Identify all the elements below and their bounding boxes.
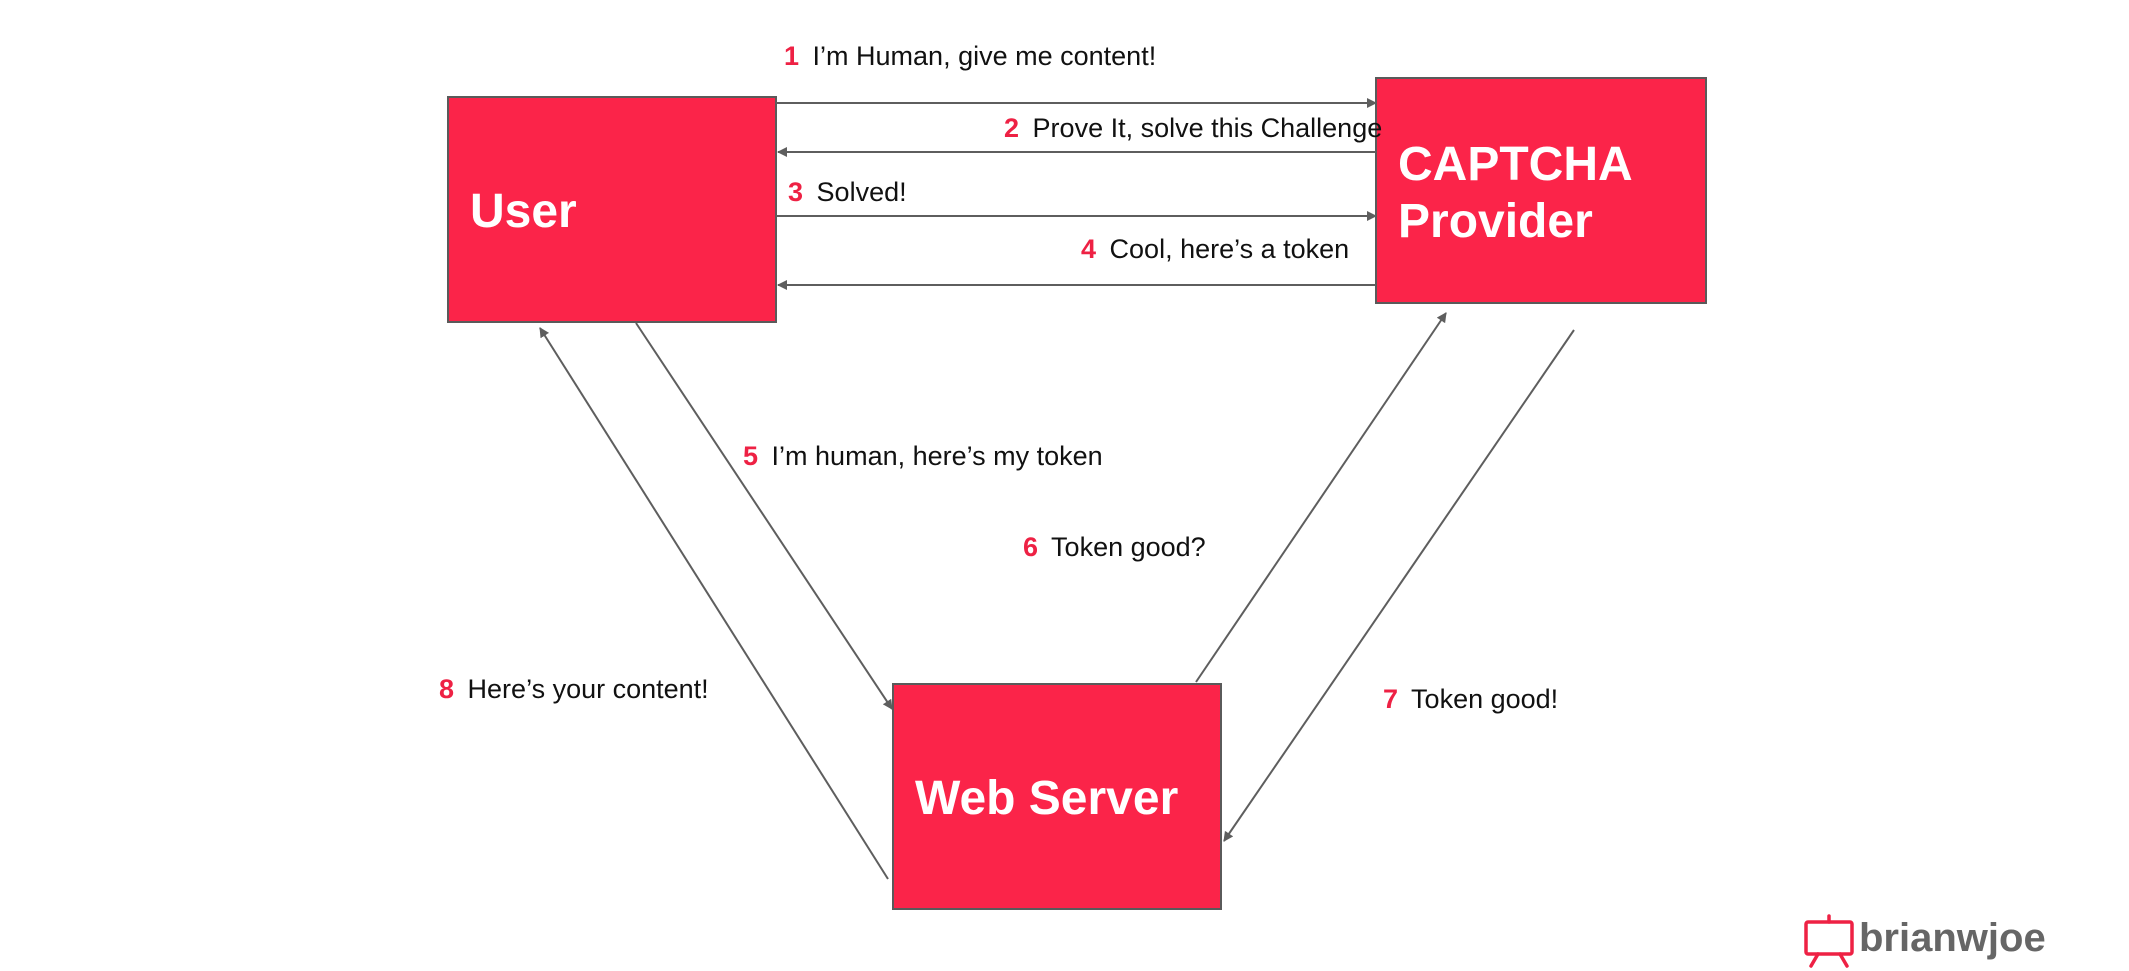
arrow-step-7 <box>1223 329 1575 842</box>
node-web-server: Web Server <box>892 683 1222 910</box>
step-4-text: Cool, here’s a token <box>1110 234 1350 264</box>
step-3-label: 3 Solved! <box>788 177 907 207</box>
node-web-server-box <box>892 683 1222 910</box>
step-5-text: I’m human, here’s my token <box>772 441 1103 471</box>
arrow-step-6 <box>1195 312 1447 683</box>
node-captcha-provider-label-line1: CAPTCHA <box>1398 138 1632 191</box>
step-8-number: 8 <box>439 674 454 704</box>
step-5-number: 5 <box>743 441 758 471</box>
node-user-box <box>447 96 777 323</box>
node-user-label: User <box>470 185 577 238</box>
node-captcha-provider-box <box>1375 77 1707 304</box>
step-1-text: I’m Human, give me content! <box>813 41 1157 71</box>
node-captcha-provider: CAPTCHA Provider <box>1375 77 1707 304</box>
step-3-text: Solved! <box>817 177 907 207</box>
step-5-label: 5 I’m human, here’s my token <box>743 441 1103 471</box>
step-6-label: 6 Token good? <box>1023 532 1206 562</box>
step-8-text: Here’s your content! <box>468 674 709 704</box>
node-captcha-provider-label: CAPTCHA Provider <box>1398 138 1644 248</box>
step-7-label: 7 Token good! <box>1383 684 1558 714</box>
step-7-text: Token good! <box>1411 684 1558 714</box>
presentation-board-icon <box>1804 914 1854 968</box>
brand-logo: brianwjoe <box>1804 914 2046 968</box>
step-1-number: 1 <box>784 41 799 71</box>
arrow-step-8 <box>539 327 889 880</box>
step-4-number: 4 <box>1081 234 1096 264</box>
node-user: User <box>447 96 777 323</box>
step-3-number: 3 <box>788 177 803 207</box>
node-captcha-provider-label-line2: Provider <box>1398 195 1593 248</box>
step-4-label: 4 Cool, here’s a token <box>1081 234 1349 264</box>
step-8-label: 8 Here’s your content! <box>439 674 709 704</box>
step-6-number: 6 <box>1023 532 1038 562</box>
logo-text: brianwjoe <box>1859 916 2046 960</box>
step-2-label: 2 Prove It, solve this Challenge <box>1004 113 1382 143</box>
step-1-label: 1 I’m Human, give me content! <box>784 41 1156 71</box>
arrow-step-5 <box>635 322 893 710</box>
step-2-text: Prove It, solve this Challenge <box>1033 113 1383 143</box>
step-6-text: Token good? <box>1051 532 1206 562</box>
step-7-number: 7 <box>1383 684 1398 714</box>
step-2-number: 2 <box>1004 113 1019 143</box>
node-web-server-label: Web Server <box>915 772 1178 825</box>
